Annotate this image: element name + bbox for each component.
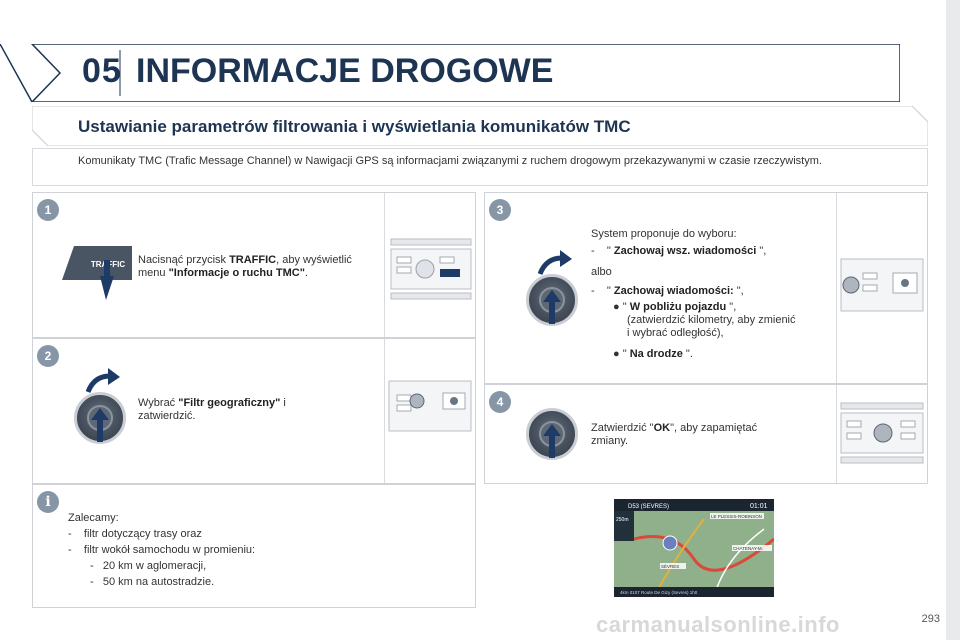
step-2-badge: 2 [37,345,59,367]
step-3-option-2: - " Zachowaj wiadomości: ", [591,285,831,298]
quote: ", [726,301,737,313]
step-2-bold: "Filtr geograficzny" [178,397,281,409]
info-text: Zalecamy: - filtr dotyczący trasy oraz -… [68,510,448,590]
option-keep-messages: Zachowaj wiadomości: [613,285,734,297]
step-4-text: Zatwierdzić "OK", aby zapamiętać zmiany. [591,422,791,448]
step-1-badge: 1 [37,199,59,221]
option-near-vehicle: W pobliżu pojazdu [629,301,727,313]
dash: - [68,528,72,540]
step-3-text: System proponuje do wyboru: - " Zachowaj… [591,228,831,361]
step-1-device-thumbnail [384,193,475,337]
info-item: - filtr dotyczący trasy oraz [68,526,448,542]
info-subitem-text: 20 km w aglomeracji, [102,560,207,572]
info-icon: i [37,491,59,513]
map-road-name: D53 (SEVRES) [628,504,669,510]
step-2-post: i zatwierdzić. [138,397,286,422]
step-4-device-thumbnail [836,385,927,483]
step-4-pre: Zatwierdzić " [591,422,654,434]
page-edge-bar [946,0,960,640]
dash: - [591,245,595,257]
step-1-mid: , aby wyświetlić menu [138,254,352,279]
step-1-text: Nacisnąć przycisk TRAFFIC, aby wyświetli… [138,254,368,280]
rotate-arrow-icon [538,250,572,275]
control-dial-icon [526,274,578,326]
traffic-button-icon: TRAFFIC [62,246,132,300]
press-arrow-icon [543,424,561,458]
step-1-post: . [304,267,308,279]
info-heading: Zalecamy: [68,512,119,524]
quote: " [622,301,630,313]
step-2-text: Wybrać "Filtr geograficzny" i zatwierdzi… [138,397,338,423]
dash: - [90,560,94,572]
watermark: carmanualsonline.info [596,612,840,637]
intro-text: Komunikaty TMC (Trafic Message Channel) … [78,155,822,167]
map-place-1: LE PLESSIS-ROBINSON [711,514,762,519]
step-2-device-thumbnail [384,339,475,483]
quote: ", [733,285,744,297]
step-3-line1: System proponuje do wyboru: [591,228,737,240]
map-distance: 250m [616,517,629,523]
step-3-sub-2: ● " Na drodze ". [613,348,831,361]
navigation-map-screenshot: D53 (SEVRES) 01:01 250m LE PLESSIS-ROBIN… [614,499,774,597]
step-3-device-thumbnail [836,193,927,383]
intro-box [32,148,928,186]
dash: - [90,576,94,588]
press-arrow-icon [543,290,561,324]
quote: ", [756,245,767,257]
info-subitem: - 50 km na autostradzie. [90,574,448,590]
quote: " [606,285,614,297]
info-item: - filtr wokół samochodu w promieniu: [68,542,448,558]
page-number: 293 [921,613,940,625]
step-3-sub-1: ● " W pobliżu pojazdu ", [613,301,831,314]
chapter-header-band [0,44,900,102]
quote: " [606,245,614,257]
step-4-post: ", aby zapamiętać zmiany. [591,422,758,447]
dash: - [591,285,595,297]
map-place-2: CHATENAY-M. [733,546,763,551]
bullet: ● [613,301,620,313]
info-item-text: filtr dotyczący trasy oraz [83,528,202,540]
option-keep-all: Zachowaj wsz. wiadomości [613,245,757,257]
section-title: Ustawianie parametrów filtrowania i wyśw… [78,117,631,136]
map-bottom-bar: 4km 0107 Route De Gizy (Sevres) 1h0 [620,590,698,595]
info-panel [32,484,476,608]
section-title-band [32,106,928,146]
rotate-arrow-icon [86,368,120,393]
map-clock: 01:01 [750,503,768,510]
step-2-pre: Wybrać [138,397,179,409]
quote: ". [682,348,693,360]
step-1-bold-1: TRAFFIC [229,254,277,266]
info-subitem-text: 50 km na autostradzie. [102,576,215,588]
step-3-badge: 3 [489,199,511,221]
bullet: ● [613,348,620,360]
step-4-badge: 4 [489,391,511,413]
step-3-or: albo [591,266,612,278]
dash: - [68,544,72,556]
press-arrow-icon [91,408,109,442]
info-item-text: filtr wokół samochodu w promieniu: [83,544,256,556]
step-4-bold: OK [653,422,671,434]
step-3-option-1: - " Zachowaj wsz. wiadomości ", [591,245,831,258]
quote: " [622,348,630,360]
option-on-road: Na drodze [629,348,683,360]
step-1-pre: Nacisnąć przycisk [138,254,230,266]
step-3-sub-1-note: (zatwierdzić kilometry, aby zmienić i wy… [627,314,796,339]
chapter-title: INFORMACJE DROGOWE [136,52,554,90]
chapter-number: 05 [82,52,122,90]
map-place-3: SÈVRES [661,563,679,569]
step-1-bold-2: "Informacje o ruchu TMC" [168,267,305,279]
info-subitem: - 20 km w aglomeracji, [90,558,448,574]
